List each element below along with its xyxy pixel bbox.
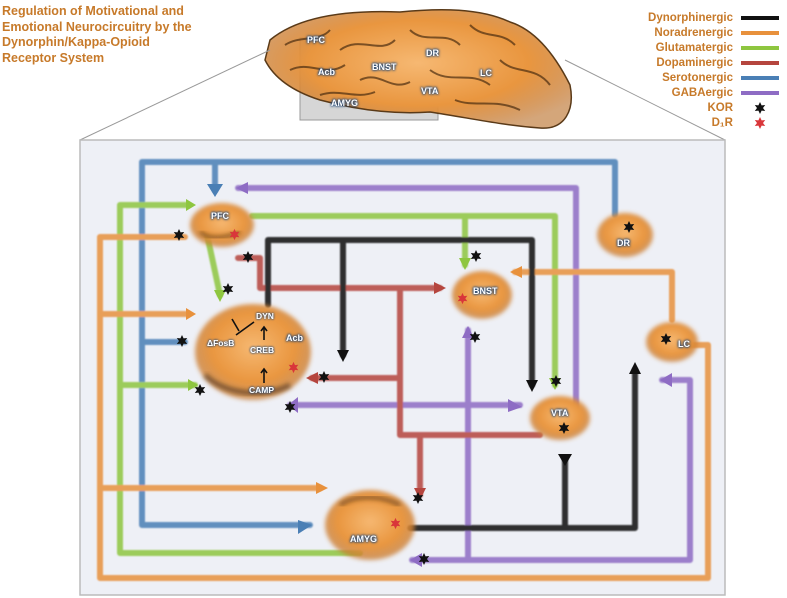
region-lc — [646, 322, 698, 362]
regions — [190, 203, 698, 560]
noradrenergic-path-bnst — [512, 269, 675, 323]
legend-row-glutamatergic: Glutamatergic — [648, 40, 779, 55]
acb-label-fosb: ΔFosB — [207, 338, 235, 348]
legend: Dynorphinergic Noradrenergic Glutamaterg… — [648, 10, 779, 130]
legend-row-gabaergic: GABAergic — [648, 85, 779, 100]
circuit-label-acb: Acb — [286, 333, 304, 343]
d1r-marker-icon — [741, 116, 779, 130]
legend-row-kor: KOR — [648, 100, 779, 115]
gabaergic-path-pfc — [235, 185, 579, 403]
brain-label-acb: Acb — [318, 67, 336, 77]
region-pfc — [190, 203, 254, 247]
circuit-label-dr: DR — [617, 238, 630, 248]
brain-label-pfc: PFC — [307, 35, 325, 45]
legend-label: Glutamatergic — [655, 41, 733, 54]
legend-label: Noradrenergic — [654, 26, 733, 39]
legend-label: D₁R — [711, 116, 733, 129]
circuit-label-amyg: AMYG — [350, 534, 377, 544]
legend-label: GABAergic — [671, 86, 733, 99]
legend-row-serotonergic: Serotonergic — [648, 70, 779, 85]
region-vta — [530, 396, 590, 440]
legend-swatch — [741, 15, 779, 20]
brain-label-dr: DR — [426, 48, 439, 58]
legend-swatch — [741, 75, 779, 80]
region-bnst — [452, 271, 512, 319]
circuit-label-bnst: BNST — [473, 286, 498, 296]
legend-row-d1r: D₁R — [648, 115, 779, 130]
acb-label-camp: CAMP — [249, 385, 275, 395]
region-dr — [597, 213, 653, 257]
legend-row-dynorphinergic: Dynorphinergic — [648, 10, 779, 25]
legend-row-noradrenergic: Noradrenergic — [648, 25, 779, 40]
acb-label-dyn: DYN — [256, 311, 274, 321]
circuit-label-pfc: PFC — [211, 211, 229, 221]
glutamatergic-path-vta — [249, 213, 558, 388]
circuit-label-lc: LC — [678, 339, 690, 349]
noradrenergic-path-main — [97, 234, 711, 581]
region-amyg — [325, 490, 415, 560]
brain-label-vta: VTA — [421, 86, 439, 96]
acb-internal-arrows — [231, 318, 268, 383]
legend-swatch — [741, 30, 779, 35]
dynorphinergic-path-lc — [407, 367, 638, 531]
legend-row-dopaminergic: Dopaminergic — [648, 55, 779, 70]
brain-illustration — [79, 8, 726, 141]
region-acb — [195, 304, 311, 400]
glutamatergic-path-amyg — [117, 202, 363, 556]
pathways — [97, 159, 711, 581]
gabaergic-path-lc — [409, 377, 693, 563]
serotonergic-path-amyg — [139, 159, 618, 528]
legend-label: Dopaminergic — [656, 56, 733, 69]
dynorphinergic-path-vta — [265, 237, 535, 388]
figure-title: Regulation of Motivational and Emotional… — [2, 4, 192, 65]
legend-label: KOR — [707, 101, 733, 114]
brain-label-bnst: BNST — [372, 62, 397, 72]
legend-label: Serotonergic — [662, 71, 733, 84]
acb-label-creb: CREB — [250, 345, 275, 355]
legend-swatch — [741, 45, 779, 50]
kor-marker-icon — [741, 101, 779, 115]
legend-label: Dynorphinergic — [648, 11, 733, 24]
brain-label-amyg: AMYG — [331, 98, 358, 108]
legend-swatch — [741, 90, 779, 95]
legend-swatch — [741, 60, 779, 65]
circuit-label-vta: VTA — [551, 408, 569, 418]
dopaminergic-path-vta — [309, 375, 543, 438]
brain-label-lc: LC — [480, 68, 492, 78]
